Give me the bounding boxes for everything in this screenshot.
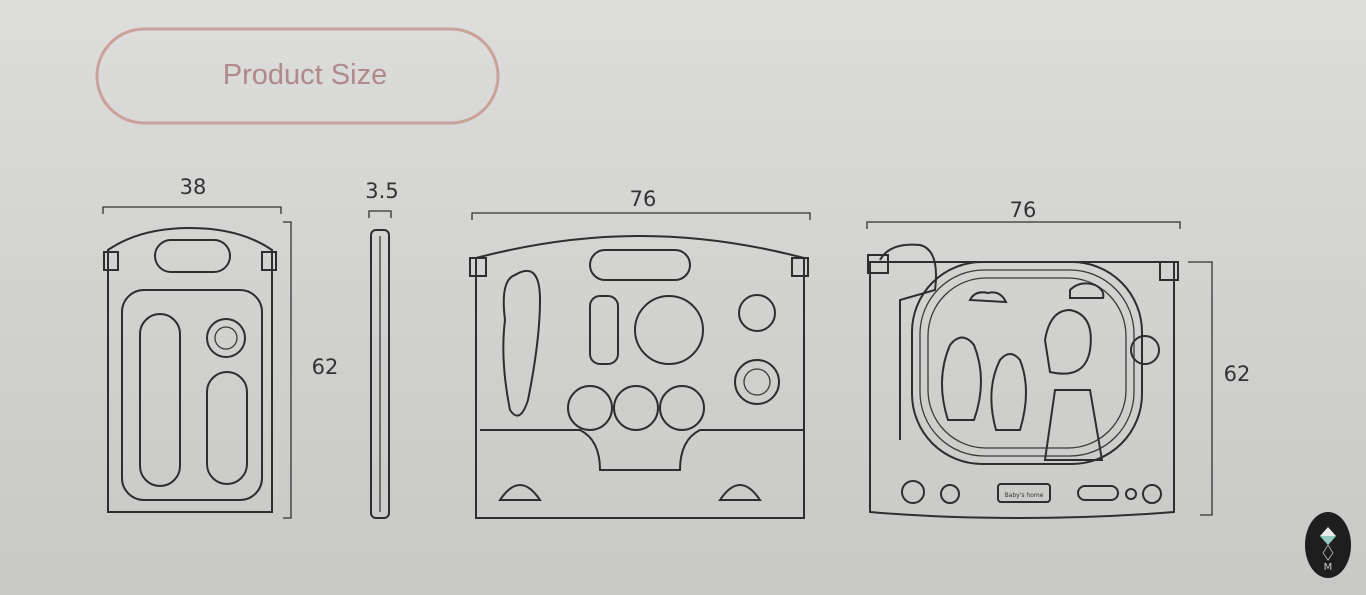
heading-text: Product Size <box>223 59 387 91</box>
diamond-logo-icon: M <box>1305 512 1351 578</box>
narrow-panel-drawing: 38 62 <box>102 175 339 519</box>
road-panel-drawing: 76 62 Baby's home <box>866 198 1251 520</box>
baby-home-sign: Baby's home <box>1005 492 1044 499</box>
activity-panel-drawing: 76 <box>469 187 811 519</box>
product-size-heading: Product Size <box>95 27 500 125</box>
side-view-drawing: 3.5 <box>365 179 399 519</box>
road-width-label: 76 <box>1010 198 1037 222</box>
badge-letter: M <box>1324 562 1333 573</box>
narrow-width-label: 38 <box>180 175 207 199</box>
narrow-height-label: 62 <box>312 355 339 379</box>
thickness-label: 3.5 <box>365 179 398 203</box>
activity-width-label: 76 <box>630 187 657 211</box>
road-height-label: 62 <box>1224 362 1251 386</box>
